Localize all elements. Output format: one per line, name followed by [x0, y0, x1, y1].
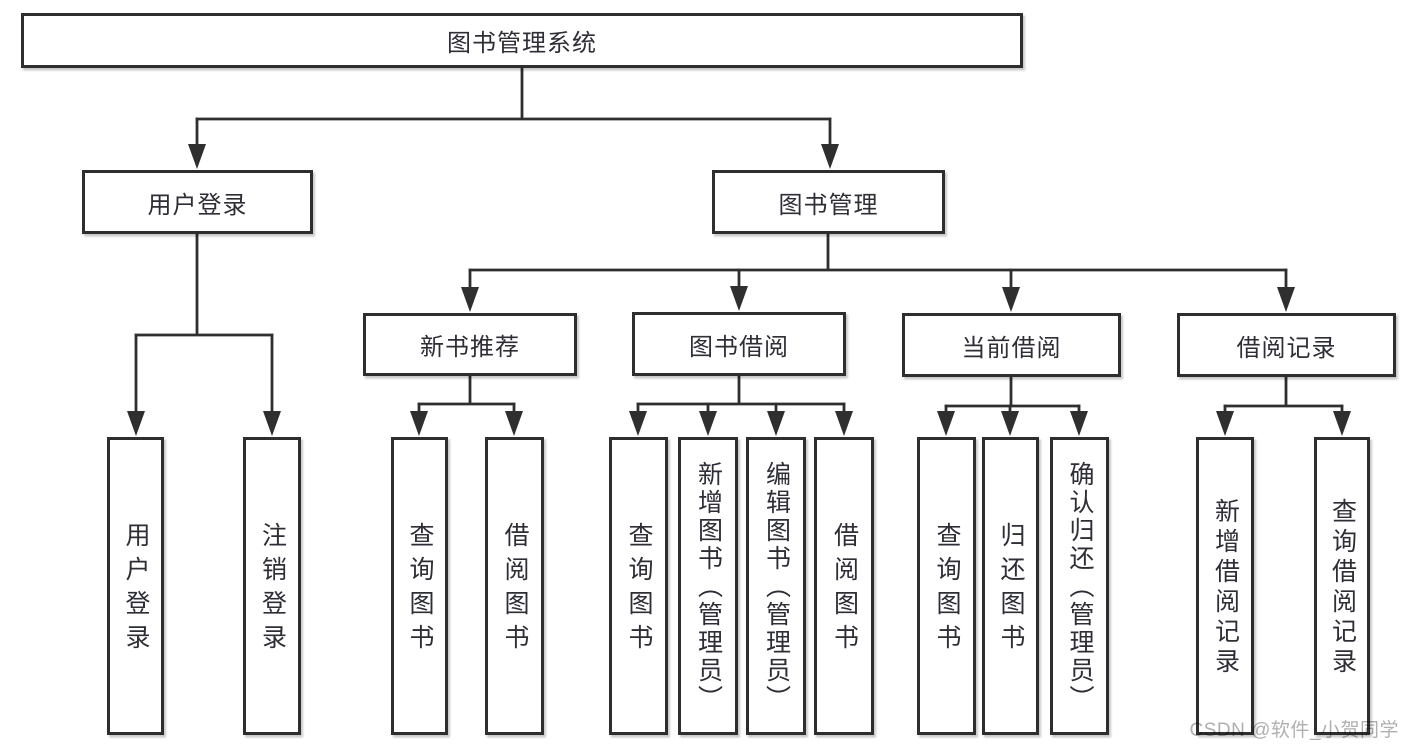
node-leaf-confirm-return-admin: 确认归还（管理员）: [1050, 437, 1109, 735]
node-leaf-query-books-current-label: 查询图书: [933, 522, 961, 658]
arrowhead: [937, 411, 955, 436]
node-leaf-borrow-books-recommend-label: 借阅图书: [501, 522, 529, 658]
node-book-borrow-label: 图书借阅: [689, 333, 789, 361]
node-borrow-records-label: 借阅记录: [1236, 334, 1337, 362]
arrowhead: [767, 411, 785, 436]
node-leaf-add-book-admin-label: 新增图书（管理员）: [694, 461, 723, 713]
node-leaf-query-books-recommend: 查询图书: [391, 437, 448, 735]
arrowhead: [821, 144, 839, 169]
node-leaf-add-borrow-record: 新增借阅记录: [1196, 437, 1254, 735]
node-current-borrow: 当前借阅: [902, 313, 1121, 377]
node-user-login: 用户登录: [82, 170, 313, 234]
arrowhead: [263, 411, 281, 436]
node-leaf-return-book: 归还图书: [982, 437, 1039, 735]
arrowhead: [699, 411, 717, 436]
node-new-book-recommend: 新书推荐: [363, 313, 577, 376]
node-leaf-edit-book-admin: 编辑图书（管理员）: [746, 437, 806, 735]
node-leaf-add-borrow-record-label: 新增借阅记录: [1211, 498, 1240, 678]
arrowhead: [1070, 411, 1088, 436]
node-leaf-query-books-borrow-label: 查询图书: [625, 522, 653, 658]
node-leaf-logout: 注销登录: [243, 437, 301, 735]
node-root-label: 图书管理系统: [447, 30, 597, 57]
node-leaf-logout-label: 注销登录: [258, 522, 287, 658]
node-user-login-label: 用户登录: [147, 191, 248, 219]
node-book-borrow: 图书借阅: [632, 312, 846, 376]
arrowhead: [127, 411, 145, 436]
node-leaf-add-book-admin: 新增图书（管理员）: [678, 437, 738, 735]
arrowhead: [1333, 411, 1351, 436]
arrowhead: [730, 286, 748, 311]
arrowhead: [1277, 287, 1295, 312]
arrowhead: [1001, 411, 1019, 436]
node-leaf-query-borrow-record-label: 查询借阅记录: [1328, 498, 1357, 678]
node-leaf-confirm-return-admin-label: 确认归还（管理员）: [1066, 461, 1094, 713]
node-leaf-borrow-books-borrow: 借阅图书: [814, 437, 874, 735]
csdn-watermark: CSDN @软件_小贺同学: [1189, 720, 1399, 741]
node-book-management: 图书管理: [712, 170, 945, 234]
arrowhead: [505, 411, 523, 436]
node-leaf-query-books-recommend-label: 查询图书: [406, 522, 434, 658]
node-leaf-return-book-label: 归还图书: [997, 522, 1025, 658]
arrowhead: [1002, 287, 1020, 312]
node-leaf-query-books-current: 查询图书: [917, 437, 976, 735]
arrowhead: [188, 144, 206, 169]
node-leaf-user-login-label: 用户登录: [122, 522, 150, 658]
arrowhead: [629, 411, 647, 436]
node-leaf-borrow-books-recommend: 借阅图书: [485, 437, 544, 735]
arrowhead: [1216, 411, 1234, 436]
node-leaf-query-books-borrow: 查询图书: [609, 437, 668, 735]
arrowhead: [835, 411, 853, 436]
node-book-management-label: 图书管理: [778, 191, 879, 219]
node-leaf-user-login: 用户登录: [107, 437, 164, 735]
node-root: 图书管理系统: [21, 13, 1023, 68]
node-borrow-records: 借阅记录: [1177, 313, 1396, 377]
arrowhead: [461, 287, 479, 312]
node-leaf-edit-book-admin-label: 编辑图书（管理员）: [762, 461, 791, 713]
node-leaf-borrow-books-borrow-label: 借阅图书: [830, 522, 859, 658]
arrowhead: [410, 411, 428, 436]
node-new-book-recommend-label: 新书推荐: [420, 334, 520, 361]
node-current-borrow-label: 当前借阅: [961, 334, 1062, 362]
node-leaf-query-borrow-record: 查询借阅记录: [1314, 437, 1370, 735]
